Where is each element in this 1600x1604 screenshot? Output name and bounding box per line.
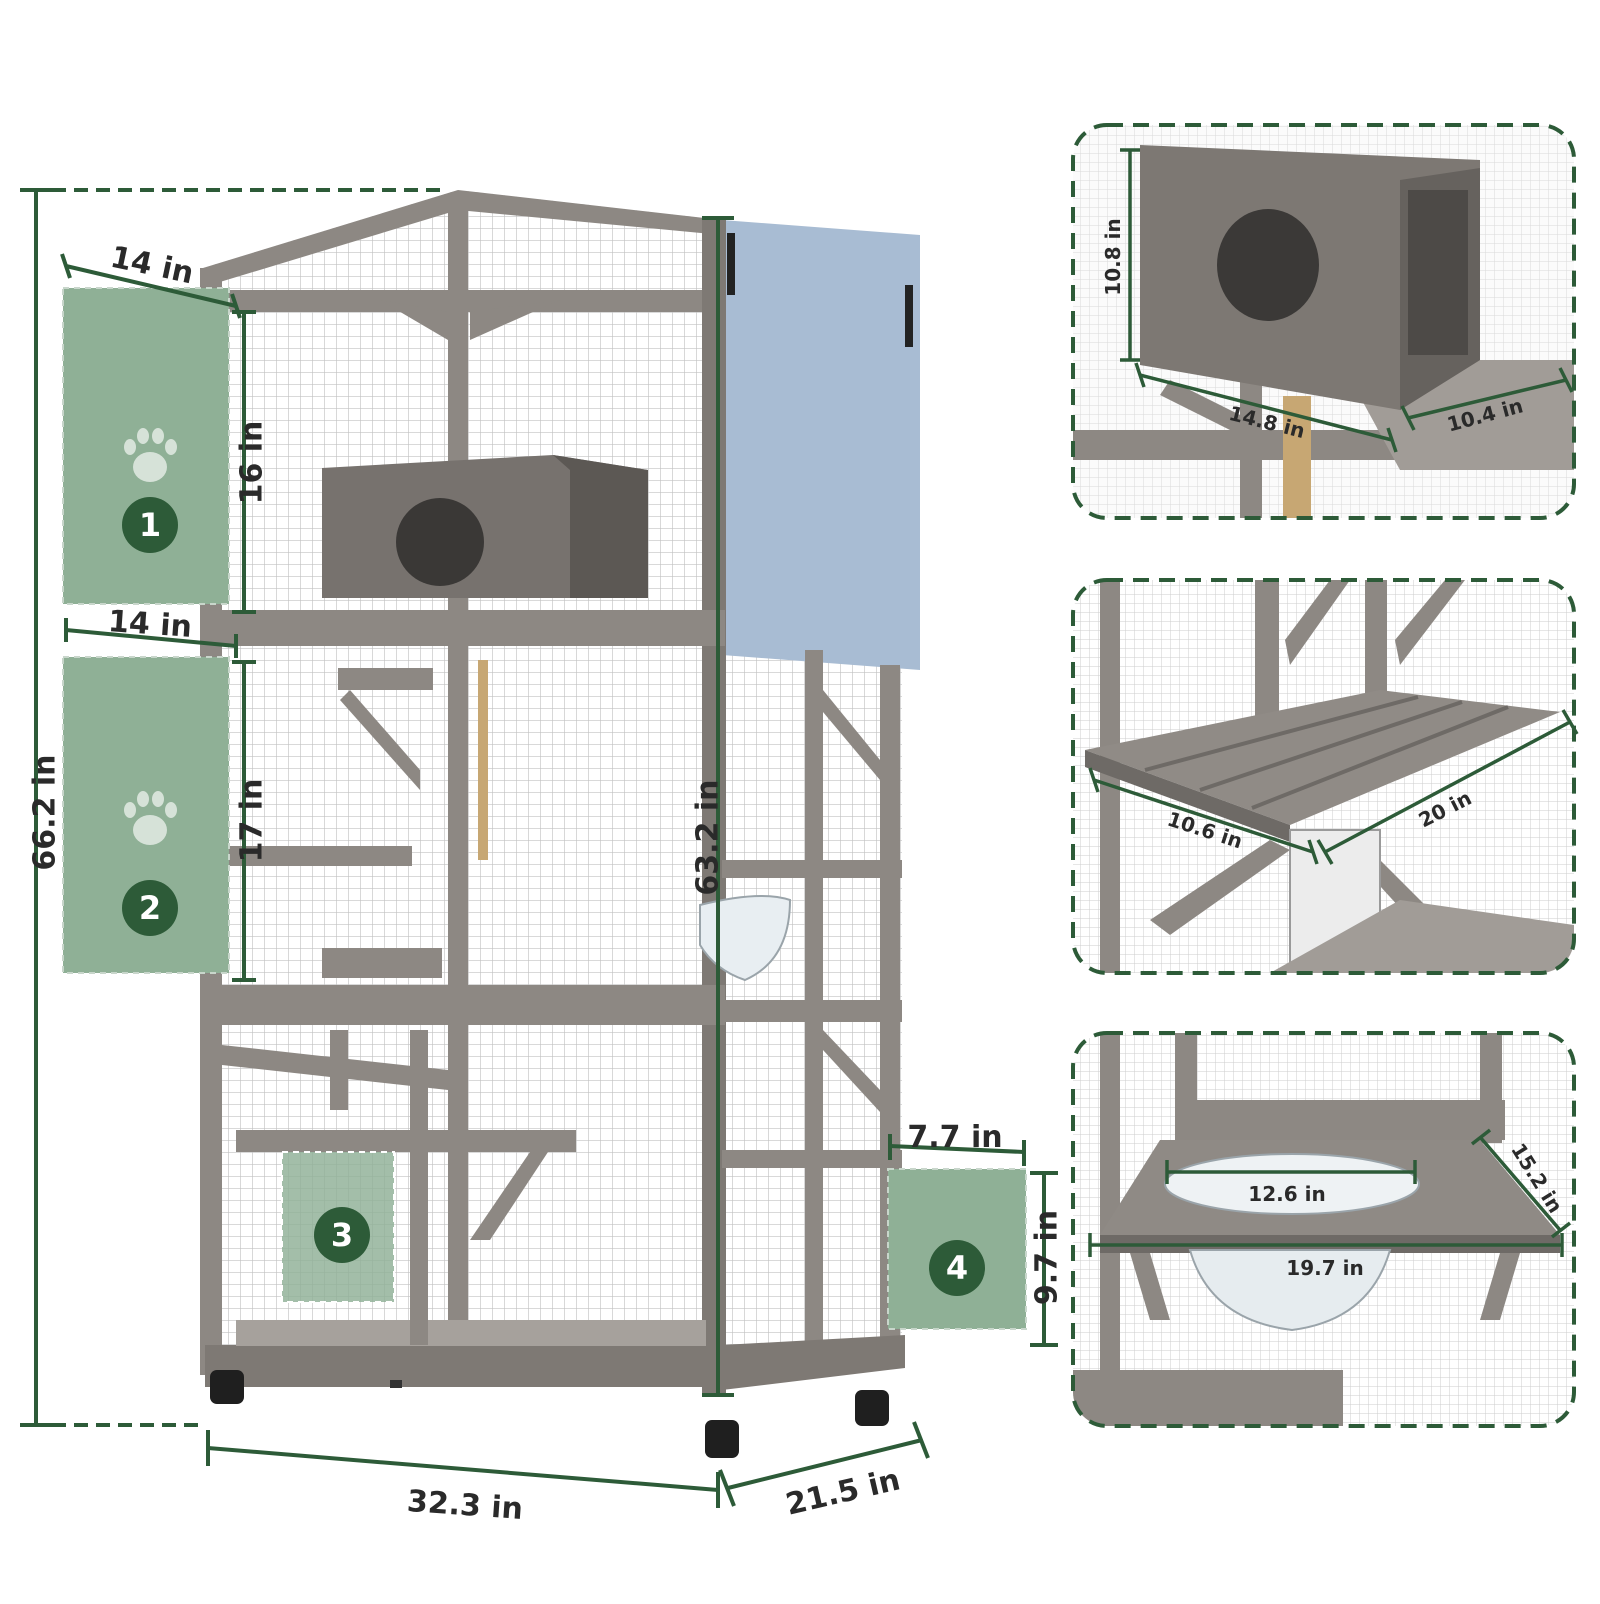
caster-wheels bbox=[210, 1370, 889, 1458]
label-bowl-diameter: 12.6 in bbox=[1248, 1182, 1326, 1206]
latch bbox=[905, 285, 913, 347]
post-front-right bbox=[702, 220, 726, 1395]
dim-door4-width bbox=[889, 1144, 1025, 1154]
interior-shelf bbox=[222, 846, 412, 866]
dim-width bbox=[207, 1446, 719, 1492]
roof-gable bbox=[203, 190, 722, 285]
door-3-badge: 3 bbox=[314, 1207, 370, 1263]
door-4-badge: 4 bbox=[929, 1240, 985, 1296]
side-brace bbox=[823, 690, 880, 780]
detail-panel-bowl-shelf bbox=[1071, 1031, 1576, 1428]
floor-2-beam bbox=[205, 985, 725, 1025]
roof-cover-panel bbox=[722, 220, 920, 670]
roof-braces bbox=[380, 300, 560, 340]
interior-shelf bbox=[338, 668, 433, 690]
label-door4-width: 7.7 in bbox=[907, 1120, 1003, 1155]
label-door1-height: 16 in bbox=[234, 420, 270, 505]
condo-support bbox=[1240, 375, 1262, 518]
interior-brace bbox=[470, 1152, 548, 1240]
roof-king-post bbox=[448, 200, 468, 310]
side-rail bbox=[722, 860, 902, 878]
floor-1-beam bbox=[205, 610, 725, 646]
base-beam bbox=[205, 1345, 725, 1387]
label-body-height: 63.2 in bbox=[690, 779, 726, 896]
scratch-post bbox=[478, 660, 488, 860]
label-door2-height: 17 in bbox=[234, 778, 270, 863]
door-1-panel bbox=[62, 287, 230, 605]
interior-post bbox=[410, 1030, 428, 1345]
detail-panel-platform bbox=[1071, 578, 1579, 975]
platform-top bbox=[1085, 690, 1560, 825]
post-middle bbox=[448, 300, 468, 1365]
interior-platform bbox=[236, 1130, 576, 1152]
side-rail bbox=[722, 1150, 902, 1168]
interior-condo-side bbox=[553, 455, 648, 598]
interior-condo-hole bbox=[396, 498, 484, 586]
floor-2-side bbox=[722, 1000, 902, 1022]
bowl bbox=[1164, 1153, 1420, 1215]
label-door4-height: 9.7 in bbox=[1029, 1209, 1065, 1306]
door-panels bbox=[62, 287, 1027, 1330]
interior-platform bbox=[322, 948, 442, 978]
side-brace bbox=[823, 1030, 880, 1112]
label-bowl-shelf-width: 19.7 in bbox=[1286, 1256, 1364, 1280]
dim-depth bbox=[727, 1438, 923, 1490]
interior-post bbox=[330, 1030, 348, 1110]
paw-icon bbox=[124, 791, 177, 845]
paw-icon bbox=[124, 428, 177, 482]
detail-panel-condo bbox=[1071, 123, 1576, 520]
label-door2-width: 14 in bbox=[106, 604, 194, 645]
door-1-badge: 1 bbox=[122, 497, 178, 553]
base-side bbox=[722, 1335, 905, 1390]
dimension-lines bbox=[20, 188, 1058, 1508]
door-2-badge: 2 bbox=[122, 880, 178, 936]
label-total-height: 66.2 in bbox=[27, 754, 63, 871]
dim-door2-width bbox=[65, 628, 237, 648]
condo-hole bbox=[1217, 209, 1319, 321]
interior-floor bbox=[236, 1320, 706, 1346]
label-condo-height: 10.8 in bbox=[1101, 218, 1125, 296]
dim-door1-width bbox=[65, 264, 237, 308]
interior-brace bbox=[340, 690, 420, 790]
latch bbox=[727, 233, 735, 295]
enclosure bbox=[200, 190, 920, 1458]
